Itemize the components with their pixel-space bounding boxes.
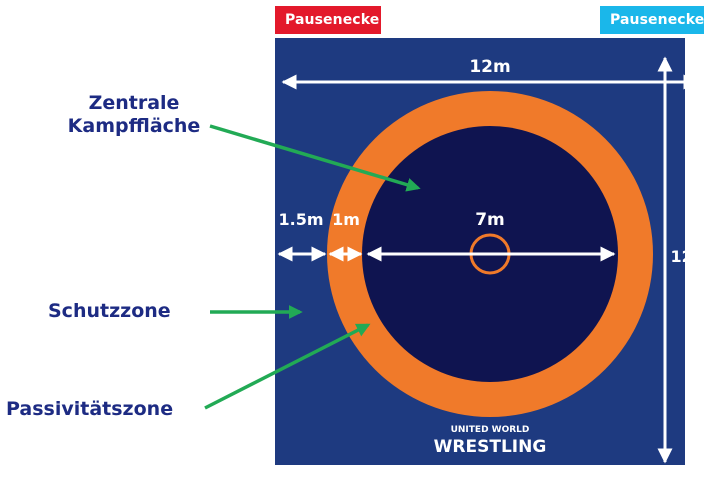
width-dimension: 12m [469, 57, 510, 77]
uww-logo-line2: WRESTLING [434, 437, 547, 457]
central-area-pointer [209, 124, 421, 192]
central-area-label-line2: Kampffläche [67, 115, 201, 137]
central-area-label-line1: Zentrale [88, 92, 180, 114]
central-diameter-dimension: 7m [475, 210, 505, 230]
height-dimension: 12m [671, 247, 710, 266]
red-corner-label: Pausenecke [275, 6, 381, 34]
protection-zone-label: Schutzzone [48, 300, 171, 322]
passivity-zone-label: Passivitätszone [6, 398, 174, 420]
passivity-zone-pointer [204, 323, 371, 410]
blue-corner-label: Pausenecke [600, 6, 704, 34]
passivity-width-dimension: 1m [332, 210, 360, 229]
central-area-label: Zentrale Kampffläche [34, 92, 234, 138]
uww-logo-line1: UNITED WORLD [451, 425, 530, 435]
protection-width-dimension: 1.5m [278, 210, 323, 229]
